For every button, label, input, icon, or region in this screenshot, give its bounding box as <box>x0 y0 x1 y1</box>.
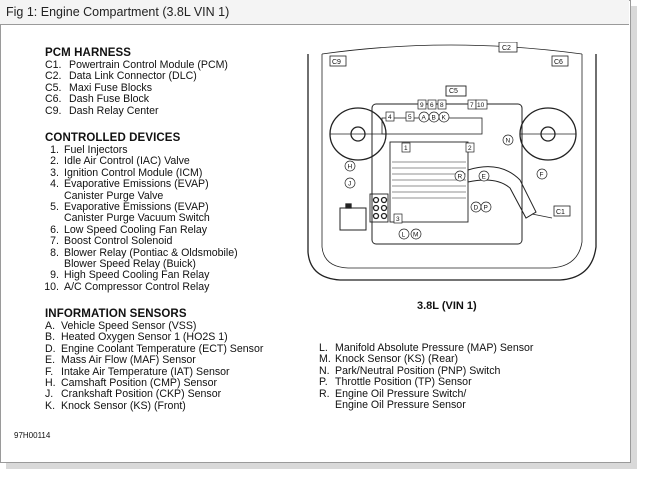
frame-shadow-bottom <box>6 463 637 469</box>
compartment-inner-outline <box>321 54 583 269</box>
connector-c1-label: C1 <box>556 209 565 216</box>
figure-frame <box>0 0 631 463</box>
device-label-1: 1 <box>404 145 408 152</box>
device-label-10: 10 <box>477 102 485 109</box>
list-item: A.Vehicle Speed Sensor (VSS) <box>45 320 197 332</box>
device-label-8: 8 <box>440 102 444 109</box>
information-sensors-left-list: A.Vehicle Speed Sensor (VSS) B.Heated Ox… <box>45 320 264 412</box>
list-item: B.Heated Oxygen Sensor 1 (HO2S 1) <box>45 331 228 344</box>
list-item: J.Crankshaft Position (CKP) Sensor <box>45 388 222 401</box>
device-label-4: 4 <box>388 114 392 121</box>
sensor-label-b: B <box>432 115 436 122</box>
coil-pack <box>369 193 389 223</box>
diagram-caption: 3.8L (VIN 1) <box>417 300 477 312</box>
connector-c1-box <box>553 205 571 217</box>
device-label-3: 3 <box>396 216 400 223</box>
list-item: Blower Speed Relay (Buick) <box>64 258 196 271</box>
battery <box>339 207 367 231</box>
list-item: C9.Dash Relay Center <box>45 104 159 117</box>
figure-title: Fig 1: Engine Compartment (3.8L VIN 1) <box>6 5 230 19</box>
sensor-label-p: P <box>484 205 488 212</box>
list-item: D.Engine Coolant Temperature (ECT) Senso… <box>45 342 264 355</box>
connector-c9-box <box>329 55 347 67</box>
list-item: C1.Powertrain Control Module (PCM) <box>45 59 228 71</box>
connector-c2-label: C2 <box>502 45 511 52</box>
list-item: 8.Blower Relay (Pontiac & Oldsmobile) <box>50 246 238 259</box>
device-label-2: 2 <box>468 145 472 152</box>
sensor-label-f: F <box>540 172 544 179</box>
compartment-outline <box>307 54 597 281</box>
sensor-label-e: E <box>482 174 487 181</box>
list-item: Canister Purge Vacuum Switch <box>64 212 210 225</box>
sensor-label-j: J <box>348 181 351 188</box>
controlled-devices-list: 1.Fuel Injectors 2.Idle Air Control (IAC… <box>40 144 238 293</box>
sensor-label-n: N <box>506 138 511 145</box>
list-item: Engine Oil Pressure Sensor <box>335 399 466 412</box>
engine-block <box>371 103 523 245</box>
figure-title-bar: Fig 1: Engine Compartment (3.8L VIN 1) <box>0 0 629 25</box>
connector-c5-label: C5 <box>449 88 458 95</box>
list-item: 4.Evaporative Emissions (EVAP) <box>50 178 209 191</box>
sensor-label-m: M <box>413 232 418 239</box>
connector-c2-box <box>498 42 518 53</box>
list-item: C6.Dash Fuse Block <box>45 93 150 106</box>
sensor-label-d: D <box>474 205 479 212</box>
figure-reference: 97H00114 <box>14 431 51 440</box>
list-item: Canister Purge Valve <box>64 189 164 202</box>
list-item: 2.Idle Air Control (IAC) Valve <box>50 155 190 168</box>
list-item: P.Throttle Position (TP) Sensor <box>319 376 472 389</box>
sensor-label-a: A <box>422 115 427 122</box>
list-item: C5.Maxi Fuse Blocks <box>45 81 153 94</box>
connector-c5-box <box>445 85 467 97</box>
list-item: K.Knock Sensor (KS) (Front) <box>45 399 186 412</box>
list-item: 3.Ignition Control Module (ICM) <box>50 166 203 179</box>
pcm-harness-heading: PCM HARNESS <box>45 47 132 59</box>
hood-edge <box>321 44 583 55</box>
list-item: R.Engine Oil Pressure Switch/ <box>319 387 467 400</box>
intake-manifold <box>389 141 469 223</box>
list-item: F.Intake Air Temperature (IAT) Sensor <box>45 365 230 378</box>
list-item: C2.Data Link Connector (DLC) <box>45 70 197 83</box>
list-item: M.Knock Sensor (KS) (Rear) <box>319 353 459 366</box>
pcm-harness-list: C1.Powertrain Control Module (PCM) C2.Da… <box>45 59 228 117</box>
list-item: 7.Boost Control Solenoid <box>50 235 173 248</box>
list-item: H.Camshaft Position (CMP) Sensor <box>45 377 218 390</box>
list-item: 10.A/C Compressor Control Relay <box>44 280 210 293</box>
sensor-label-k: K <box>442 115 447 122</box>
engine-compartment-diagram: C2 C9 C5 C1 C6 1 2 3 4 5 6 7 8 9 10 A B <box>307 42 597 281</box>
device-label-9: 9 <box>420 102 424 109</box>
list-item: L.Manifold Absolute Pressure (MAP) Senso… <box>319 342 534 354</box>
device-label-7: 7 <box>470 102 474 109</box>
device-label-5: 5 <box>408 114 412 121</box>
frame-shadow-right <box>631 6 637 468</box>
information-sensors-heading: INFORMATION SENSORS <box>45 308 187 320</box>
connector-c6-label: C6 <box>554 59 563 66</box>
connector-c6-box <box>551 55 569 67</box>
list-item: N.Park/Neutral Position (PNP) Switch <box>319 364 501 377</box>
device-label-6: 6 <box>430 102 434 109</box>
list-item: 6.Low Speed Cooling Fan Relay <box>50 223 208 236</box>
sensor-label-l: L <box>402 232 406 239</box>
manifold-ribs <box>392 161 466 199</box>
connector-c9-label: C9 <box>332 59 341 66</box>
sensor-label-h: H <box>348 164 353 171</box>
list-item: E.Mass Air Flow (MAF) Sensor <box>45 354 196 367</box>
list-item: 9.High Speed Cooling Fan Relay <box>50 269 210 282</box>
information-sensors-right-list: L.Manifold Absolute Pressure (MAP) Senso… <box>319 342 534 412</box>
list-item: 5.Evaporative Emissions (EVAP) <box>50 201 209 214</box>
sensor-label-r: R <box>458 174 463 181</box>
list-item: 1.Fuel Injectors <box>50 144 128 156</box>
controlled-devices-heading: CONTROLLED DEVICES <box>45 132 181 144</box>
